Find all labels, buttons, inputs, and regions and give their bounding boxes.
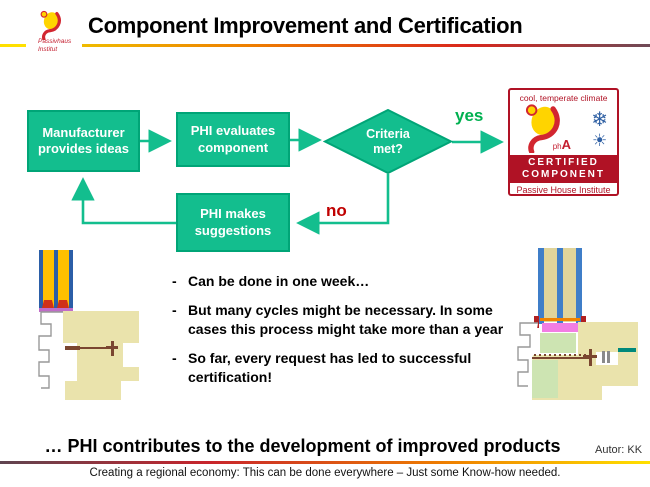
yes-label: yes	[455, 106, 484, 125]
badge-climate-icons: ❄ ☀	[591, 110, 608, 149]
flow-box-evaluates-label: PHI evaluates component	[190, 123, 276, 155]
flow-box-manufacturer: Manufacturer provides ideas	[27, 110, 140, 172]
footer-text: Creating a regional economy: This can be…	[89, 467, 561, 479]
badge-phi-logo: phA	[517, 103, 571, 155]
flow-box-suggestions-label: PHI makes suggestions	[194, 206, 272, 238]
badge-middle: phA ❄ ☀	[510, 103, 617, 155]
logo-text-line2: Institut	[38, 46, 58, 54]
header-rule-left	[0, 44, 26, 47]
sun-icon: ☀	[591, 130, 608, 150]
badge-class-label: A	[561, 137, 571, 152]
badge-phi-logo-icon	[525, 104, 560, 155]
header-rule	[82, 44, 650, 47]
flow-box-manufacturer-label: Manufacturer provides ideas	[37, 124, 130, 156]
badge-band-line1: CERTIFIED	[528, 157, 599, 168]
no-label: no	[326, 201, 347, 220]
bullet-item-3: - So far, every request has led to succe…	[172, 349, 512, 386]
badge-institute-label: Passive House Institute	[516, 185, 611, 195]
phi-logo-icon	[40, 10, 61, 40]
badge-ph-label: ph	[552, 142, 562, 151]
window-cross-section-before	[38, 250, 139, 400]
badge-band-line2: COMPONENT	[522, 169, 605, 180]
flow-box-suggestions: PHI makes suggestions	[176, 193, 290, 252]
bullet-item-2: - But many cycles might be necessary. In…	[172, 301, 512, 338]
bullet-text-2: But many cycles might be necessary. In s…	[188, 302, 504, 337]
logo-text-line1: Passivhaus	[38, 38, 72, 45]
snowflake-icon: ❄	[591, 108, 608, 131]
slide-title: Component Improvement and Certification	[88, 13, 523, 38]
decision-diamond-shape	[322, 108, 454, 175]
phi-logo: Passivhaus Institut	[26, 10, 90, 62]
flow-decision-criteria: Criteria met?	[322, 108, 454, 175]
badge-band: CERTIFIED COMPONENT	[510, 155, 617, 183]
window-cross-section-after	[517, 248, 638, 400]
bullet-marker: -	[172, 302, 177, 319]
flow-decision-label: Criteria met?	[366, 126, 410, 156]
bullet-marker: -	[172, 273, 177, 289]
footer-rule	[0, 461, 650, 464]
badge-certification-class: phA	[553, 136, 571, 154]
certified-component-badge: cool, temperate climate phA ❄ ☀ CERTIFIE…	[508, 88, 619, 196]
author-label: Autor: KK	[595, 444, 643, 456]
bullet-marker: -	[172, 350, 177, 367]
bullet-list: - Can be done in one week… - But many cy…	[172, 272, 512, 397]
flow-box-evaluates: PHI evaluates component	[176, 112, 290, 167]
bullet-item-1: - Can be done in one week…	[172, 272, 512, 290]
conclusion-statement: … PHI contributes to the development of …	[44, 436, 561, 456]
bullet-text-1: Can be done in one week…	[188, 273, 370, 289]
badge-climate-label: cool, temperate climate	[519, 93, 608, 103]
bullet-text-3: So far, every request has led to success…	[188, 350, 472, 385]
